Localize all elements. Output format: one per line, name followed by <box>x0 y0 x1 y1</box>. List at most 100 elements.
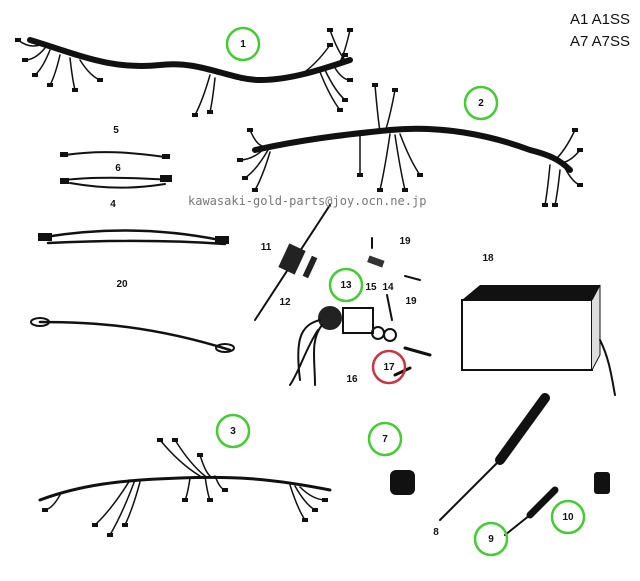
callout-label-8: 8 <box>433 527 439 538</box>
wire <box>124 481 141 526</box>
high-tension-cord-8 <box>439 393 550 521</box>
model-code-2: A7 A7SS <box>570 33 630 50</box>
connector-terminal <box>22 58 28 62</box>
part-9 <box>504 486 559 536</box>
callout-label-3: 3 <box>230 426 236 437</box>
connector-terminal <box>402 188 408 192</box>
connector-terminal <box>312 508 318 512</box>
connector-terminal <box>15 38 21 42</box>
wire <box>399 133 421 176</box>
connector-terminal <box>42 508 48 512</box>
callout-label-15: 15 <box>365 282 377 293</box>
connector-terminal <box>572 128 578 132</box>
connector-terminal <box>47 83 53 87</box>
connector-terminal <box>327 43 333 47</box>
connector-terminal <box>122 523 128 527</box>
lead-wire-4 <box>38 229 229 246</box>
highlight-circle-green <box>225 26 261 62</box>
connector-terminal <box>157 438 163 442</box>
connector-terminal <box>302 518 308 522</box>
callout-label-17: 17 <box>383 362 395 373</box>
wire <box>184 477 191 501</box>
connector-terminal <box>242 176 248 180</box>
wire <box>329 29 346 61</box>
highlight-circle-red <box>371 349 407 385</box>
callout-label-16: 16 <box>346 374 358 385</box>
highlight-circle-green <box>215 413 251 449</box>
callout-label-4: 4 <box>110 199 116 210</box>
connector-terminal <box>337 108 343 112</box>
connector-terminal <box>552 203 558 207</box>
callout-label-1: 1 <box>240 39 246 50</box>
connector-terminal <box>252 188 258 192</box>
wire <box>324 69 346 101</box>
wiring-harness-2 <box>237 83 583 207</box>
connector-terminal <box>347 28 353 32</box>
callout-label-9: 9 <box>488 534 494 545</box>
connector-terminal <box>32 73 38 77</box>
lead-wire-5 <box>60 151 170 159</box>
connector-terminal <box>577 148 583 152</box>
connector-terminal <box>357 173 363 177</box>
callout-label-20: 20 <box>116 279 128 290</box>
callout-label-2: 2 <box>478 98 484 109</box>
connector-terminal <box>222 488 228 492</box>
wire <box>249 129 263 147</box>
connector-terminal <box>172 438 178 442</box>
wire <box>69 57 76 91</box>
connector-terminal <box>207 110 213 114</box>
connector-terminal <box>577 183 583 187</box>
wire <box>49 54 61 86</box>
wire <box>554 169 561 206</box>
switch-assembly-13-19 <box>289 237 432 386</box>
connector-terminal <box>182 498 188 502</box>
connector-terminal <box>72 88 78 92</box>
callout-label-19: 19 <box>405 296 417 307</box>
model-code-1: A1 A1SS <box>570 11 630 28</box>
connector-terminal <box>417 173 423 177</box>
connector-terminal <box>207 498 213 502</box>
connector-terminal <box>237 158 243 162</box>
plug-cap-7 <box>390 470 415 495</box>
connector-terminal <box>197 453 203 457</box>
highlight-circle-green <box>367 421 403 457</box>
battery-18 <box>461 284 616 396</box>
wire <box>554 129 576 161</box>
callout-label-7: 7 <box>382 434 388 445</box>
connector-terminal <box>92 523 98 527</box>
connector-terminal <box>342 98 348 102</box>
wire <box>384 89 396 133</box>
connector-terminal <box>247 128 253 132</box>
wire <box>394 134 406 191</box>
lead-wire-6 <box>60 175 172 189</box>
wire <box>204 475 211 501</box>
connector-terminal <box>327 28 333 32</box>
wire <box>319 71 341 111</box>
connector-terminal <box>97 78 103 82</box>
wire <box>299 44 331 76</box>
callout-label-11: 11 <box>261 242 272 253</box>
callout-label-18: 18 <box>482 253 494 264</box>
wire <box>339 29 351 63</box>
wire <box>34 49 51 76</box>
wire <box>159 439 201 477</box>
highlight-circle-green <box>473 521 509 557</box>
wire <box>289 484 306 521</box>
connector-terminal <box>392 88 398 92</box>
connector-terminal <box>107 533 113 537</box>
callout-label-13: 13 <box>340 280 352 291</box>
callout-label-5: 5 <box>113 125 119 136</box>
ignition-part-11-12 <box>254 204 331 321</box>
wiring-harness-3 <box>38 438 332 537</box>
connector-terminal <box>192 113 198 117</box>
connector-terminal <box>347 78 353 82</box>
connector-terminal <box>372 83 378 87</box>
wire <box>94 479 131 526</box>
highlight-circle-green <box>328 267 364 303</box>
ground-strap-20 <box>30 317 235 353</box>
wire <box>254 151 271 191</box>
callout-label-10: 10 <box>562 512 574 523</box>
watermark: kawasaki-gold-parts@joy.ocn.ne.jp <box>188 194 426 208</box>
